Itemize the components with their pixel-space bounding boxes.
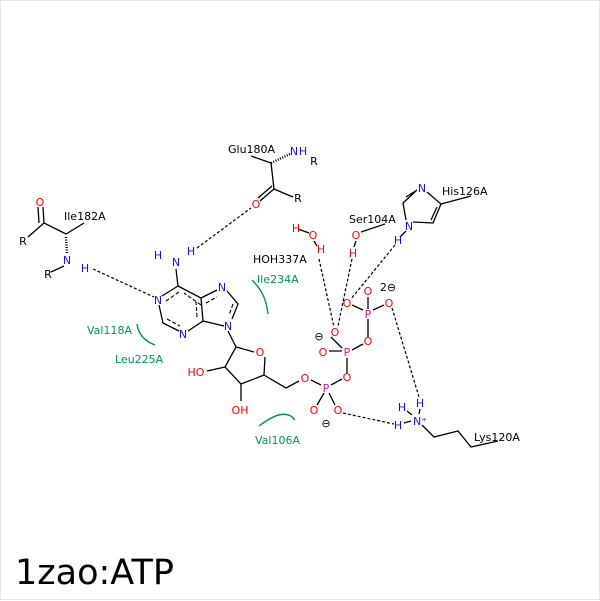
diagram-title: 1zao:ATP xyxy=(15,553,175,593)
atom-p: P xyxy=(365,308,372,321)
atom-o: O xyxy=(36,196,45,209)
atom-n: N xyxy=(405,220,413,233)
atom-o: O xyxy=(301,372,310,385)
residue-label-his126: His126A xyxy=(442,185,488,198)
charge-minus: ⊖ xyxy=(314,330,323,343)
atom-h: H xyxy=(349,247,357,260)
atom-h: H xyxy=(81,262,89,275)
residue-label-hoh337: HOH337A xyxy=(253,253,307,266)
covalent-bonds xyxy=(27,152,499,448)
atom-n-plus: N⁺ xyxy=(413,415,427,428)
atom-h: H xyxy=(394,419,402,432)
atom-o: O xyxy=(352,229,361,242)
hydrophobic-arc-ile234 xyxy=(251,279,269,315)
atom-o: O xyxy=(364,335,373,348)
atom-o: O xyxy=(364,285,373,298)
atom-o: O xyxy=(252,198,261,211)
atom-h: H xyxy=(299,145,307,158)
atom-p: P xyxy=(323,382,330,395)
atom-labels: N H R O R O R N H R H N H N N N N O HO O… xyxy=(19,145,427,432)
atom-o: O xyxy=(334,404,343,417)
hydrophobic-contacts xyxy=(136,279,296,427)
atom-n: N xyxy=(218,281,226,294)
atom-h: H xyxy=(292,222,300,235)
atom-o: O xyxy=(331,326,340,339)
atom-h: H xyxy=(317,243,325,256)
atom-n: N xyxy=(179,328,187,341)
atom-o: O xyxy=(385,297,394,310)
atom-r: R xyxy=(294,192,302,205)
atom-h: H xyxy=(187,245,195,258)
atom-r: R xyxy=(310,155,318,168)
atom-o: O xyxy=(319,346,328,359)
hydrophobic-label-val106: Val106A xyxy=(255,434,300,447)
atom-o: O xyxy=(343,371,352,384)
charge-minus: ⊖ xyxy=(321,417,330,430)
atom-n: N xyxy=(418,182,426,195)
hydrophobic-arc-val106 xyxy=(258,413,296,427)
atom-h: H xyxy=(394,234,402,247)
atom-h: H xyxy=(416,397,424,410)
atom-o: O xyxy=(309,229,318,242)
residue-label-ile182: Ile182A xyxy=(64,210,106,223)
hydrogen-bonds xyxy=(92,207,420,425)
atom-r: R xyxy=(19,235,27,248)
residue-label-lys120: Lys120A xyxy=(474,431,520,444)
hydrophobic-arc-val118 xyxy=(136,323,156,346)
atom-n: N xyxy=(172,256,180,269)
atom-h: H xyxy=(154,249,162,262)
residue-labels: Glu180A Ile182A Ser104A His126A Lys120A … xyxy=(64,143,520,447)
hydrophobic-label-val118: Val118A xyxy=(87,324,132,337)
hydrophobic-label-ile234: Ile234A xyxy=(257,273,299,286)
residue-label-ser104: Ser104A xyxy=(349,213,396,226)
atom-o: O xyxy=(256,346,265,359)
atom-n: N xyxy=(154,294,162,307)
atom-h: H xyxy=(398,401,406,414)
atom-p: P xyxy=(344,346,351,359)
atom-r: R xyxy=(44,268,52,281)
atom-o: O xyxy=(343,297,352,310)
atom-ho: HO xyxy=(188,366,205,379)
hydrophobic-label-leu225: Leu225A xyxy=(115,353,164,366)
residue-label-glu180: Glu180A xyxy=(228,143,276,156)
atom-n: N xyxy=(290,145,298,158)
atom-n: N xyxy=(63,254,71,267)
atom-oh: OH xyxy=(232,404,249,417)
charge-two-minus: 2⊖ xyxy=(380,281,396,294)
atom-o: O xyxy=(310,404,319,417)
atom-n: N xyxy=(224,320,232,333)
